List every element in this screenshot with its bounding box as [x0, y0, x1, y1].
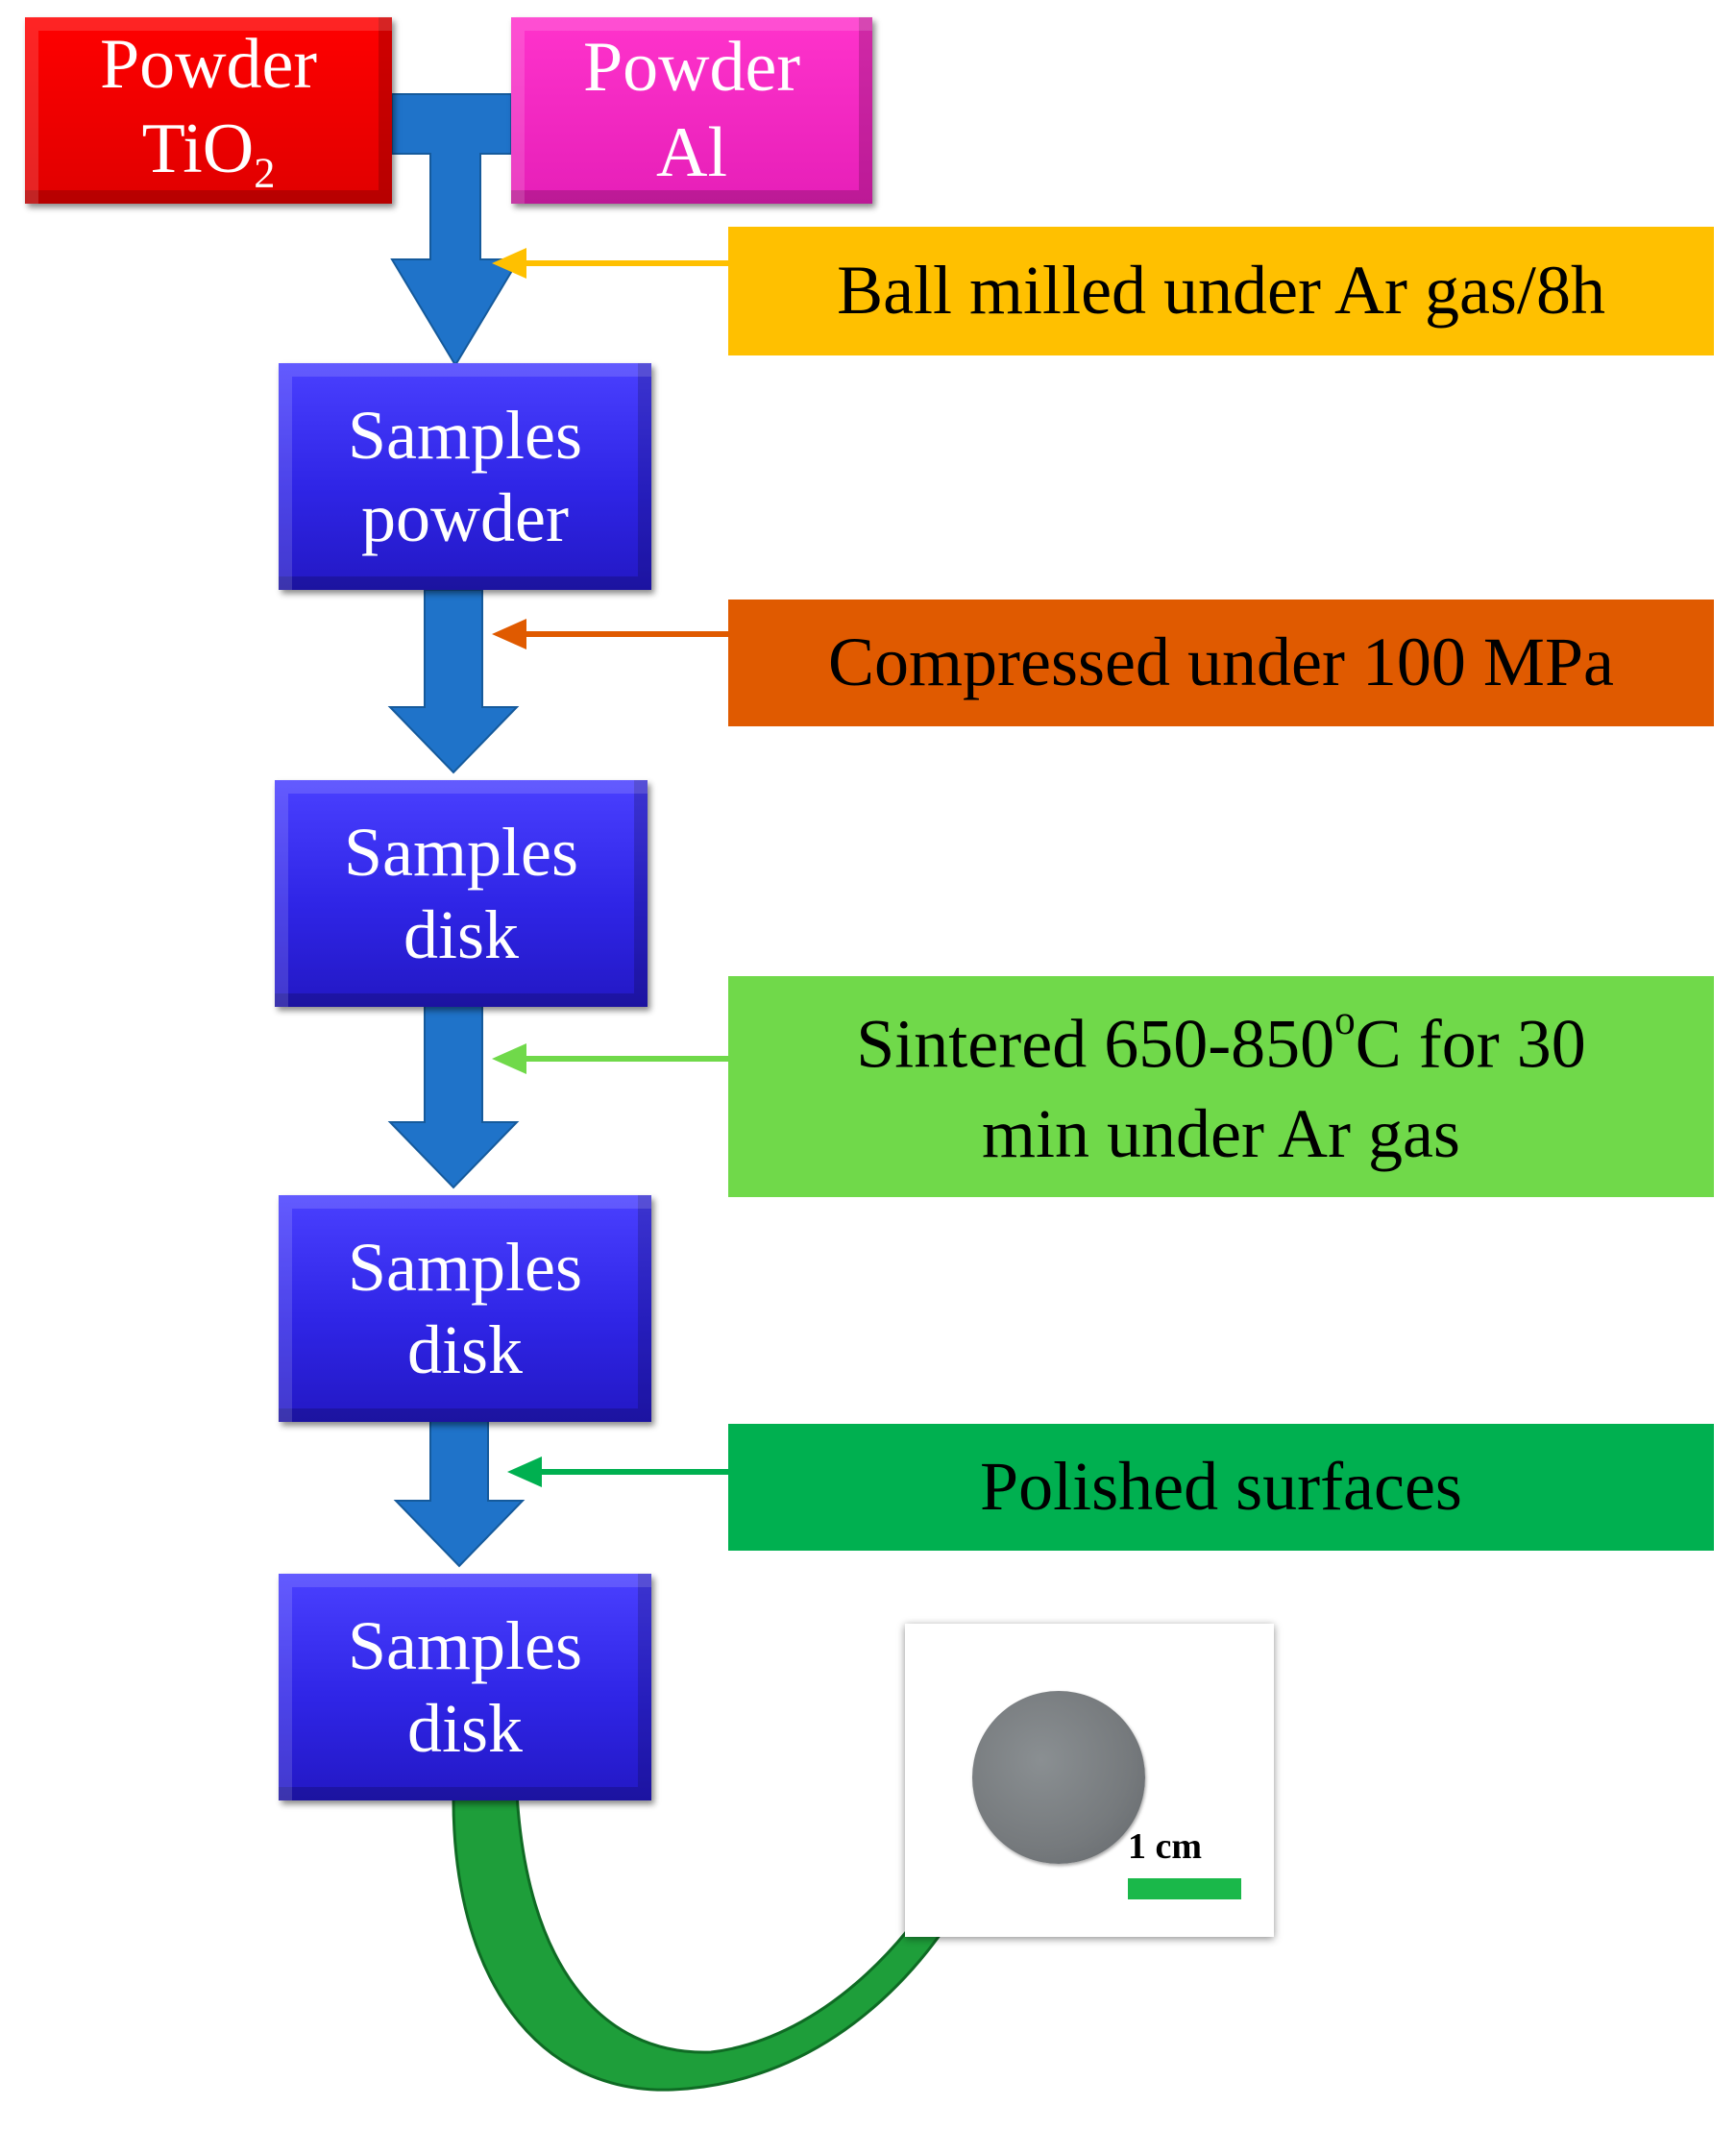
step-text: Compressed under 100 MPa: [828, 624, 1614, 701]
step-text: Ball milled under Ar gas/8h: [837, 252, 1605, 330]
input-arrow-polished: [507, 1457, 728, 1487]
samples-box-line1: Samples: [348, 396, 582, 474]
samples-disk-box-3: Samples disk: [279, 1574, 651, 1800]
samples-box-line1: Samples: [348, 1228, 582, 1306]
input-arrow-ball-milled: [492, 248, 728, 279]
powder-join-connector: [390, 93, 521, 367]
samples-box-line2: powder: [361, 479, 569, 556]
samples-box-line1: Samples: [344, 813, 578, 891]
samples-disk-box-1: Samples disk: [275, 780, 648, 1007]
samples-box-line2: disk: [403, 896, 520, 973]
scale-bar-label: 1 cm: [1128, 1826, 1203, 1867]
sample-disk-image: [972, 1691, 1145, 1864]
powder-tio2-box: Powder TiO2: [25, 17, 392, 204]
powder-tio2-formula: TiO2: [142, 107, 276, 199]
step-text-line1: Sintered 650-850oC for 30: [856, 994, 1586, 1089]
step-sintered: Sintered 650-850oC for 30 min under Ar g…: [728, 976, 1714, 1197]
powder-al-formula: Al: [656, 113, 727, 192]
step-polished: Polished surfaces: [728, 1424, 1714, 1551]
step-text-pre: Sintered 650-850: [856, 1005, 1335, 1083]
samples-powder-box: Samples powder: [279, 363, 651, 590]
step-text-line2: min under Ar gas: [982, 1094, 1460, 1172]
flow-arrow-2: [387, 589, 520, 774]
degree-sup: o: [1334, 997, 1356, 1043]
flow-arrow-3: [387, 1004, 520, 1189]
powder-tio2-formula-sub: 2: [254, 149, 276, 198]
step-text: Polished surfaces: [980, 1448, 1462, 1526]
powder-al-box: Powder Al: [511, 17, 872, 204]
samples-disk-box-2: Samples disk: [279, 1195, 651, 1422]
powder-tio2-formula-base: TiO: [141, 110, 255, 189]
samples-box-line2: disk: [406, 1311, 524, 1388]
powder-al-label: Powder: [582, 28, 801, 108]
sample-disk-photo: 1 cm: [905, 1624, 1274, 1937]
step-text-post: C for 30: [1355, 1005, 1586, 1083]
input-arrow-compressed: [492, 619, 728, 649]
samples-box-line2: disk: [406, 1690, 524, 1767]
samples-box-line1: Samples: [348, 1606, 582, 1684]
step-compressed: Compressed under 100 MPa: [728, 600, 1714, 726]
step-ball-milled: Ball milled under Ar gas/8h: [728, 227, 1714, 355]
powder-tio2-label: Powder: [99, 24, 318, 104]
scale-bar: [1128, 1878, 1241, 1899]
input-arrow-sintered: [492, 1043, 728, 1074]
flow-arrow-4: [393, 1419, 526, 1568]
